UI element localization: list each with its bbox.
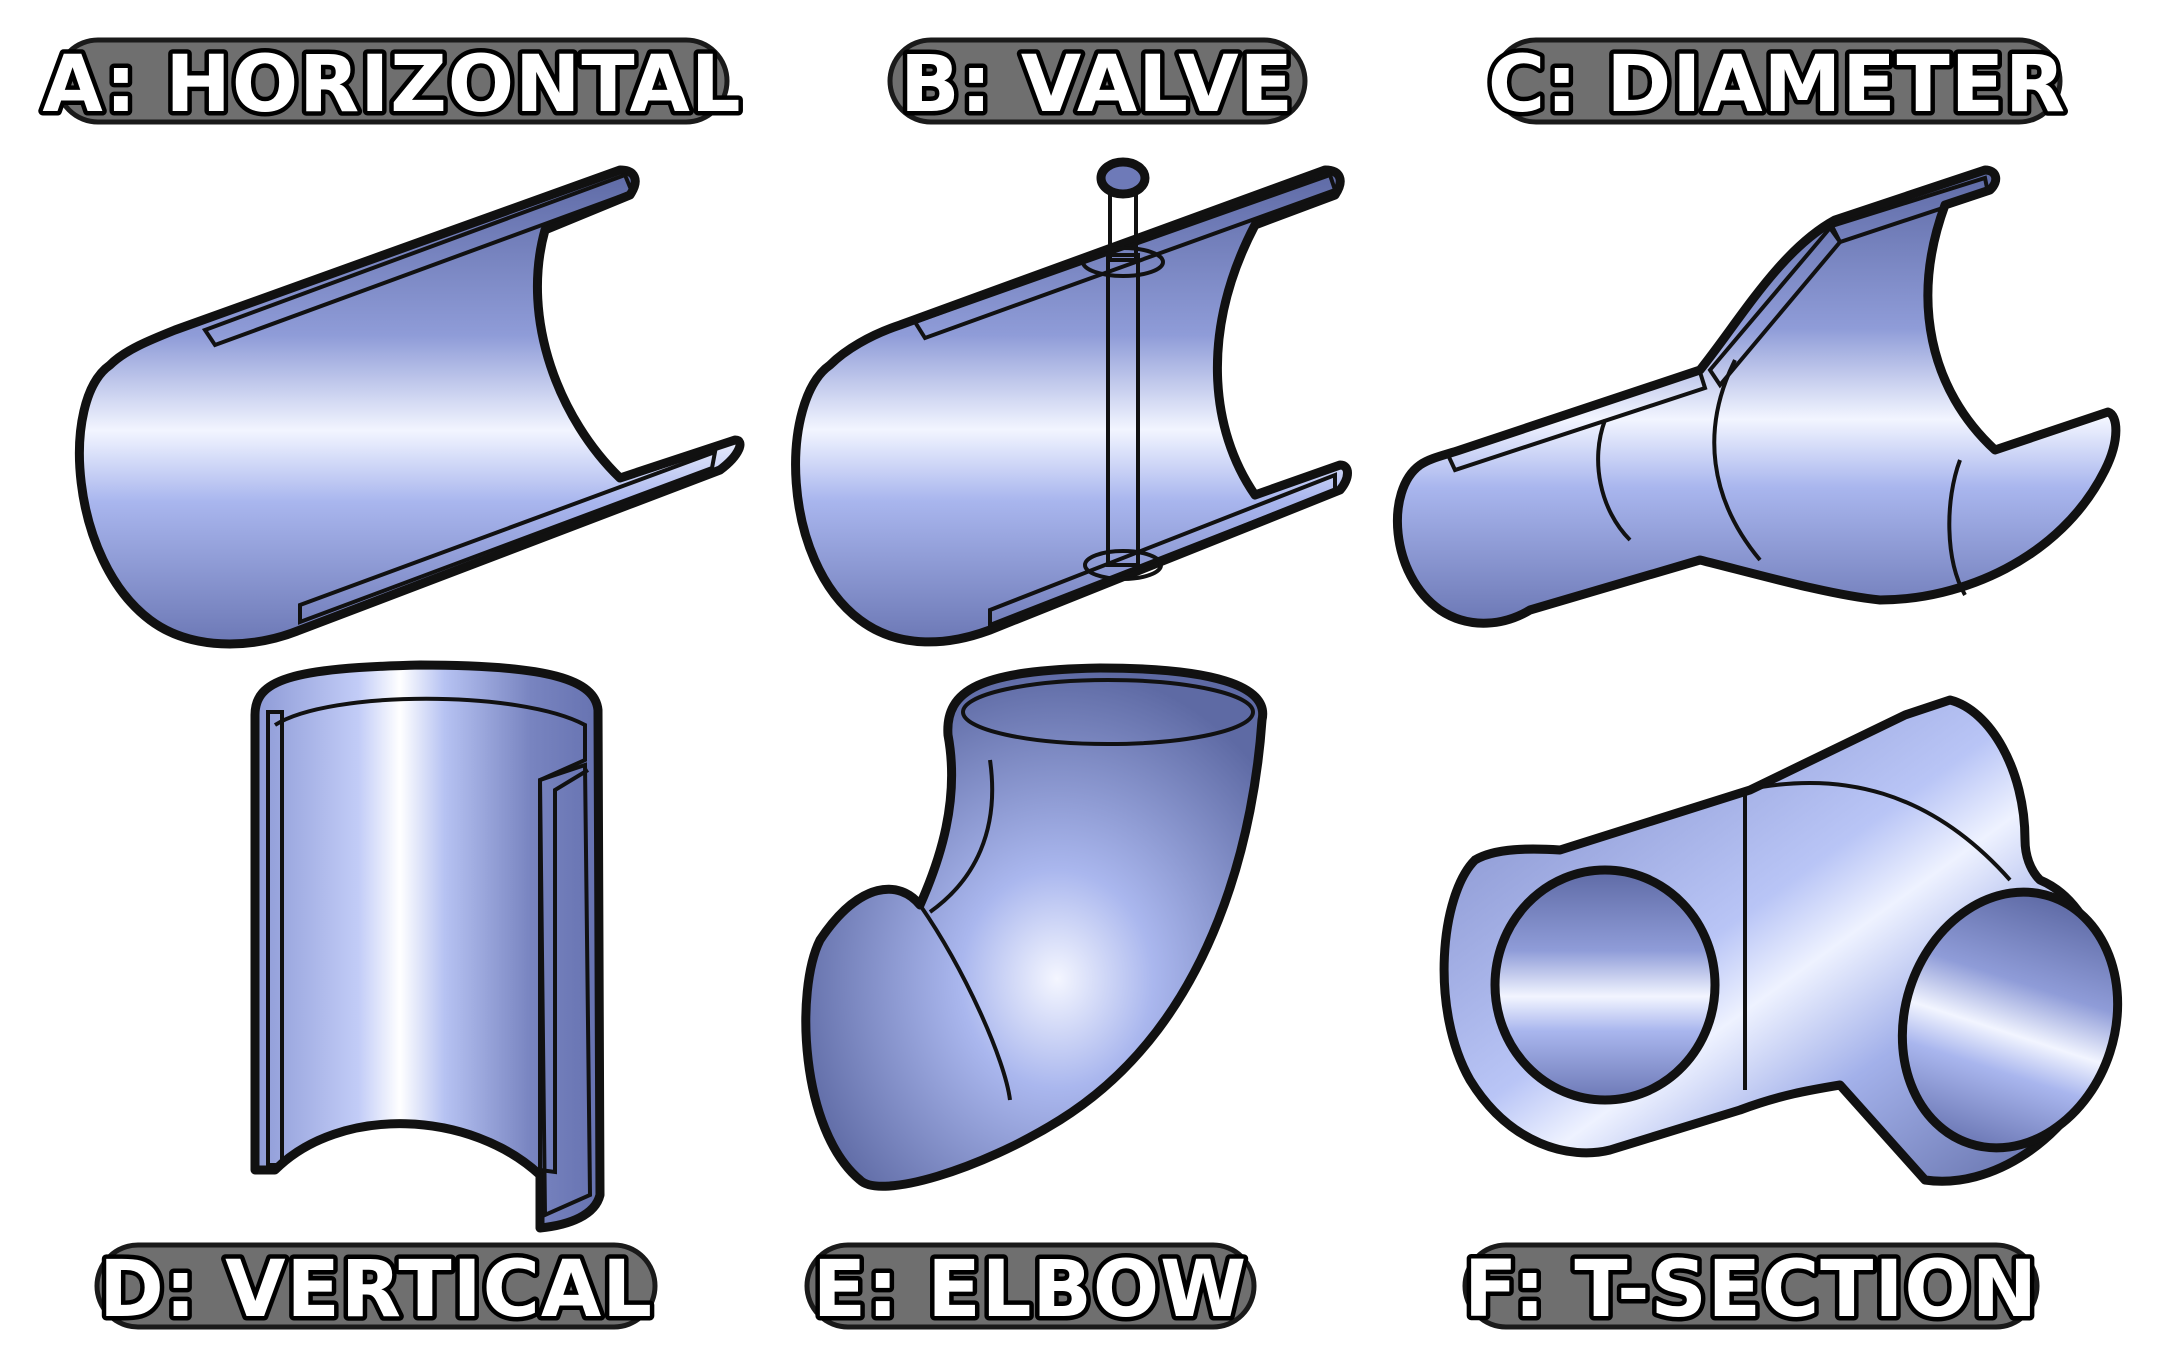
label-c-text: C: DIAMETER bbox=[1488, 40, 2066, 130]
pipe-horizontal-body bbox=[74, 165, 745, 649]
label-b: B: VALVE bbox=[887, 36, 1308, 135]
pipe-valve-body bbox=[791, 165, 1352, 647]
label-b-pill bbox=[887, 37, 1308, 125]
label-f-text: F: T-SECTION bbox=[1464, 1245, 2038, 1335]
pipe-vertical-body bbox=[250, 660, 605, 1233]
reducer-cut-edge bbox=[1926, 204, 1997, 452]
label-c: C: DIAMETER bbox=[1483, 36, 2069, 135]
valve-top-collar bbox=[1081, 246, 1165, 278]
pipe-vertical-right-rim bbox=[537, 762, 593, 1219]
pipe-valve-bottom-rim bbox=[988, 472, 1337, 628]
pipe-vertical bbox=[250, 660, 605, 1233]
label-f-pill bbox=[1462, 1242, 2040, 1330]
pipe-horizontal-bottom-rim bbox=[298, 448, 718, 625]
reducer-seam-small bbox=[1596, 419, 1632, 542]
pipe-horizontal-top-rim bbox=[201, 172, 635, 348]
pipe-valve bbox=[791, 157, 1352, 647]
label-e-pill bbox=[804, 1242, 1257, 1330]
reducer-seam-large bbox=[1947, 459, 1967, 596]
label-f: F: T-SECTION bbox=[1460, 1241, 2042, 1340]
label-d-text: D: VERTICAL bbox=[99, 1245, 653, 1335]
pipe-vertical-left-rim bbox=[266, 710, 284, 1167]
valve-bottom-collar bbox=[1083, 549, 1163, 581]
pipe-valve-top-rim bbox=[911, 172, 1338, 341]
reducer-large-rim bbox=[1829, 175, 1991, 245]
label-c-pill bbox=[1492, 37, 2063, 125]
label-d-pill bbox=[94, 1242, 658, 1330]
pipe-horizontal-cut-edge bbox=[537, 229, 622, 480]
pipe-vertical-inner bbox=[273, 696, 590, 1175]
label-d: D: VERTICAL bbox=[94, 1241, 658, 1340]
label-a-pill bbox=[54, 37, 730, 125]
pipe-t-right-opening bbox=[1897, 887, 2123, 1153]
reducer-body bbox=[1392, 165, 2121, 628]
pipe-vertical-cut-edge bbox=[273, 1121, 542, 1177]
pipe-diameter-reducer bbox=[1392, 165, 2121, 628]
reducer-seam-mid bbox=[1712, 359, 1762, 562]
pipe-elbow bbox=[801, 663, 1268, 1191]
label-e: E: ELBOW bbox=[804, 1241, 1257, 1340]
pipe-elbow-body bbox=[801, 663, 1268, 1191]
label-a: A: HORIZONTAL bbox=[38, 36, 745, 135]
valve-stem bbox=[1106, 253, 1140, 567]
pipe-t-top-seam bbox=[1744, 780, 2012, 882]
pipe-elbow-bottom-cut bbox=[918, 903, 1012, 1101]
pipe-elbow-inner-seam bbox=[928, 759, 995, 914]
label-b-text: B: VALVE bbox=[900, 40, 1294, 130]
pipe-valve-cut-edge bbox=[1215, 224, 1257, 497]
label-a-text: A: HORIZONTAL bbox=[42, 40, 741, 130]
label-e-text: E: ELBOW bbox=[813, 1245, 1247, 1335]
pipe-horizontal bbox=[74, 165, 745, 649]
pipe-t-left-opening bbox=[1490, 865, 1720, 1105]
valve-knob-icon bbox=[1096, 157, 1150, 199]
reducer-small-rim bbox=[1445, 369, 1708, 473]
pipe-elbow-top-opening bbox=[961, 678, 1255, 746]
pipe-t-section bbox=[1439, 695, 2123, 1186]
